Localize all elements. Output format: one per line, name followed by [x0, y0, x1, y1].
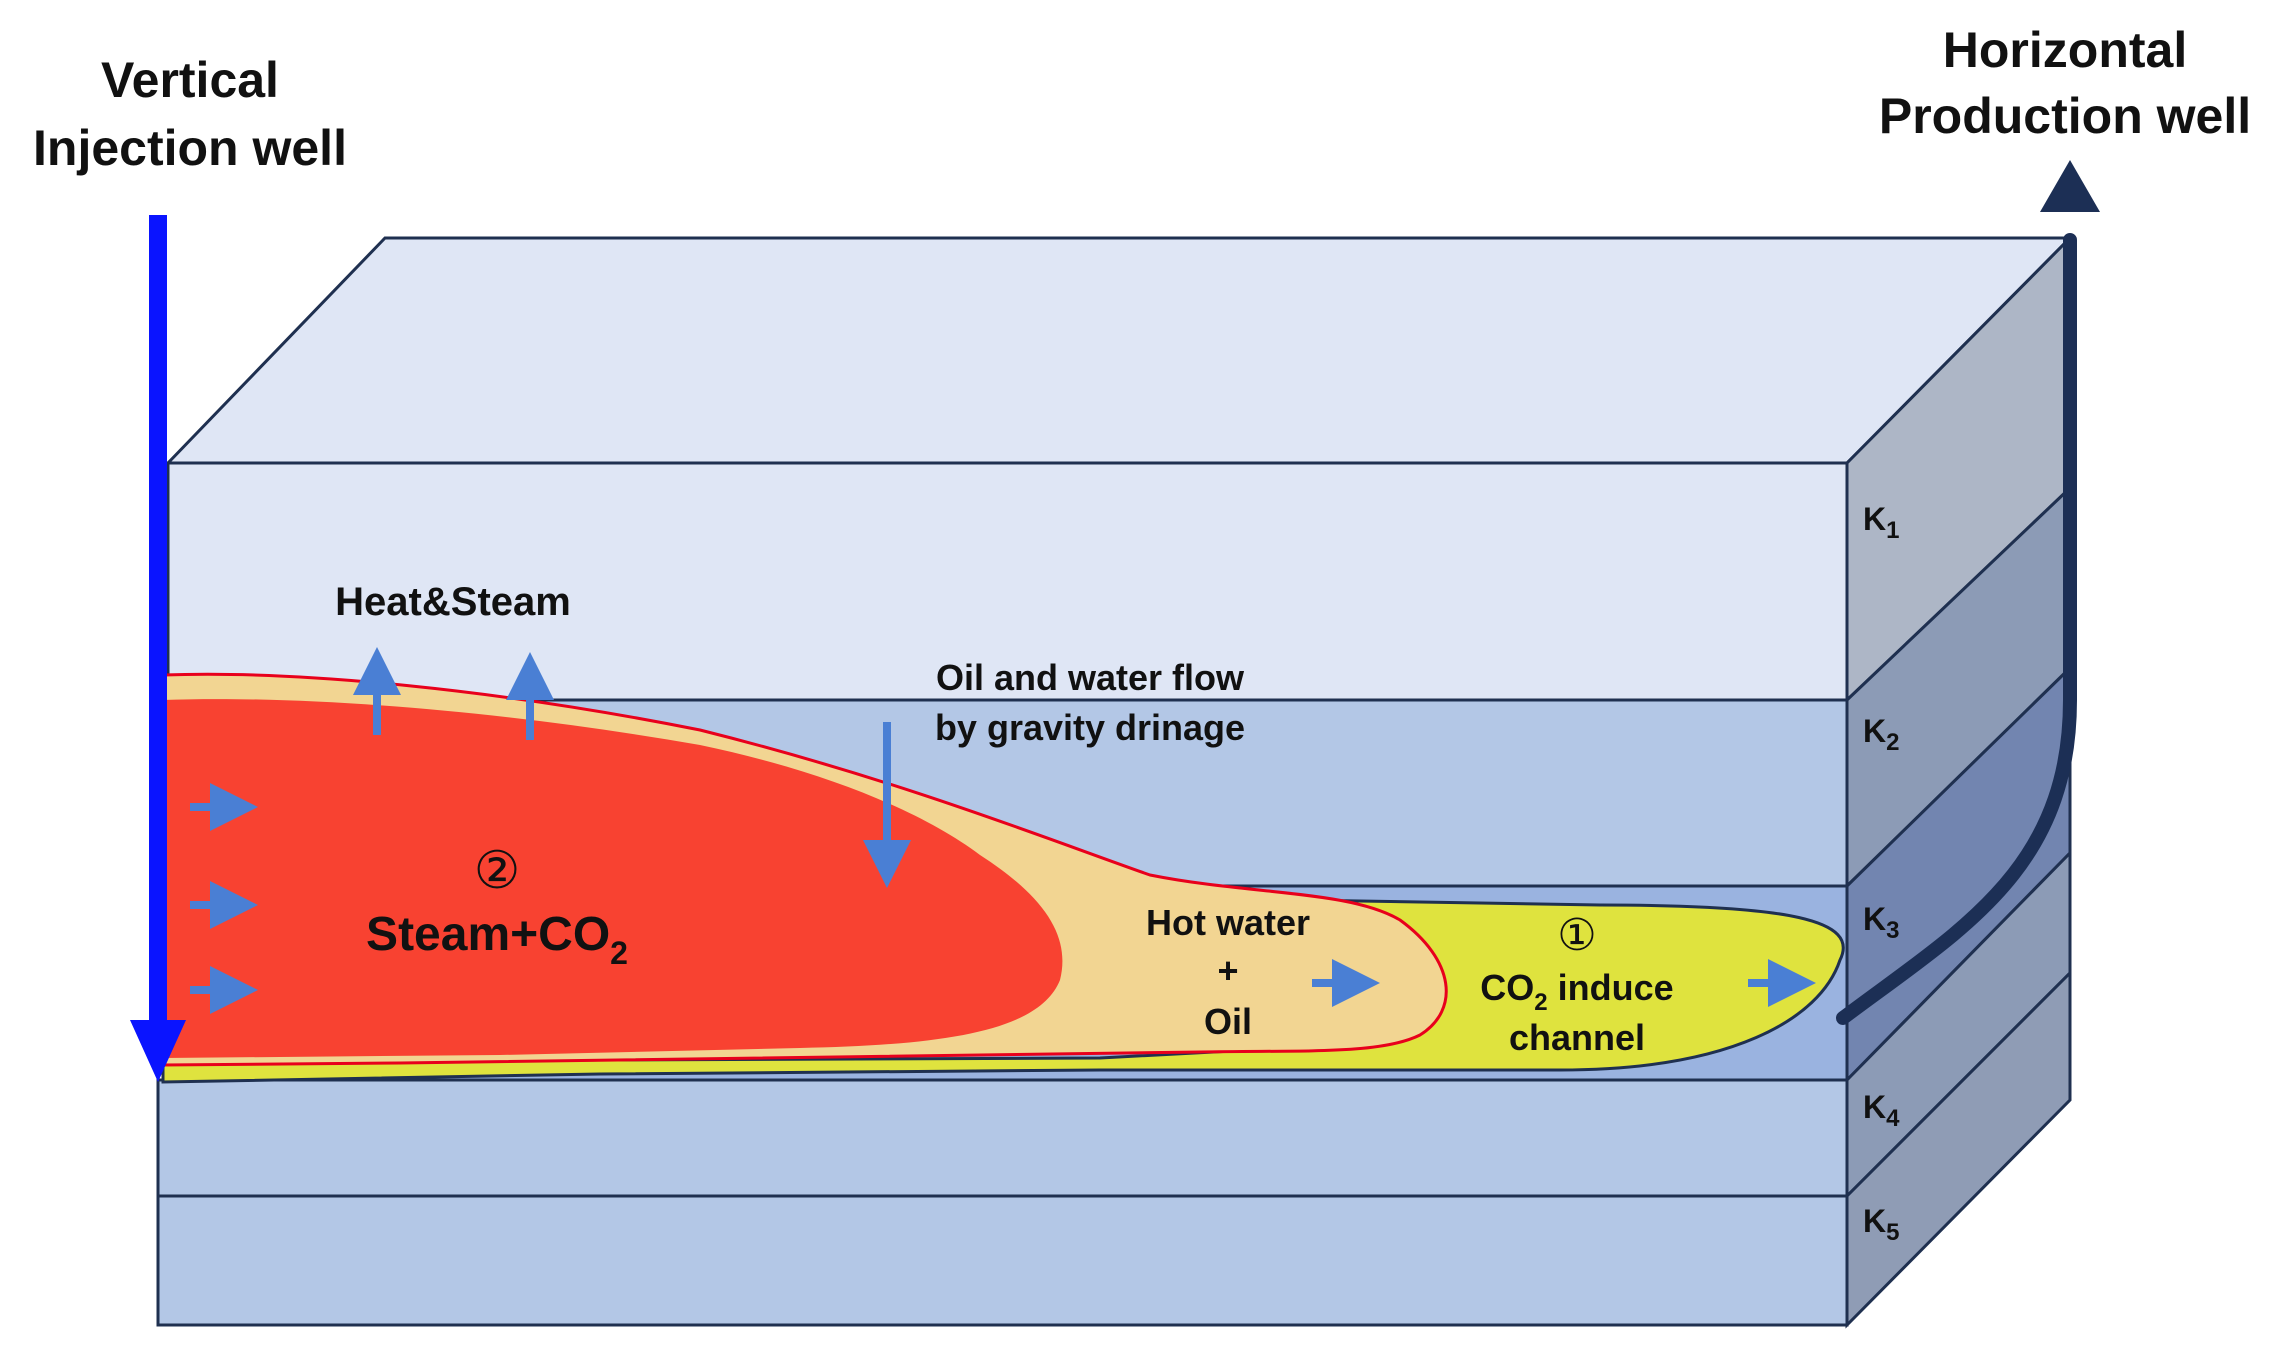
zone2-marker: ②: [474, 842, 521, 900]
front-face-k4: [156, 1078, 1849, 1198]
injection-well-title-line1: Vertical: [101, 52, 279, 108]
zone1-label-main: CO: [1480, 967, 1534, 1008]
heat-steam-label: Heat&Steam: [335, 580, 571, 624]
zone1-label-line1: CO2 induce: [1480, 967, 1673, 1016]
layer-label-k5: K5: [1863, 1203, 1899, 1246]
hot-water-label-line3: Oil: [1204, 1001, 1252, 1042]
layer-label-k1: K1: [1863, 501, 1899, 544]
zone2-label-sub: 2: [610, 935, 628, 971]
steam-co2-zone: [163, 699, 1063, 1058]
injection-well-title-line2: Injection well: [33, 120, 347, 176]
front-face-k5: [156, 1194, 1849, 1327]
gravity-flow-label-line2: by gravity drinage: [935, 707, 1245, 748]
production-well-title-line1: Horizontal: [1943, 22, 2187, 78]
layer-label-k2: K2: [1863, 713, 1899, 756]
zone1-marker: ①: [1557, 911, 1596, 960]
block-top-face: [164, 236, 2074, 465]
injection-arrow-head: [130, 1020, 186, 1082]
layer-label-k4: K4: [1863, 1089, 1900, 1132]
hot-water-label-line1: Hot water: [1146, 902, 1310, 943]
zone1-label-sub: 2: [1534, 989, 1547, 1016]
hot-water-label-line2: +: [1217, 950, 1238, 991]
production-arrow-head: [2040, 160, 2100, 212]
layer-label-k3: K3: [1863, 901, 1899, 944]
zone2-label-main: Steam+CO: [366, 908, 610, 961]
front-face-k1: [166, 461, 1849, 702]
zone2-label: Steam+CO2: [366, 908, 628, 971]
gravity-flow-label-line1: Oil and water flow: [936, 657, 1245, 698]
zone1-label-rest: induce: [1548, 967, 1674, 1008]
production-well-pipe: [1836, 233, 2077, 1025]
production-well-title-line2: Production well: [1879, 88, 2251, 144]
zone1-label-line2: channel: [1509, 1017, 1645, 1058]
